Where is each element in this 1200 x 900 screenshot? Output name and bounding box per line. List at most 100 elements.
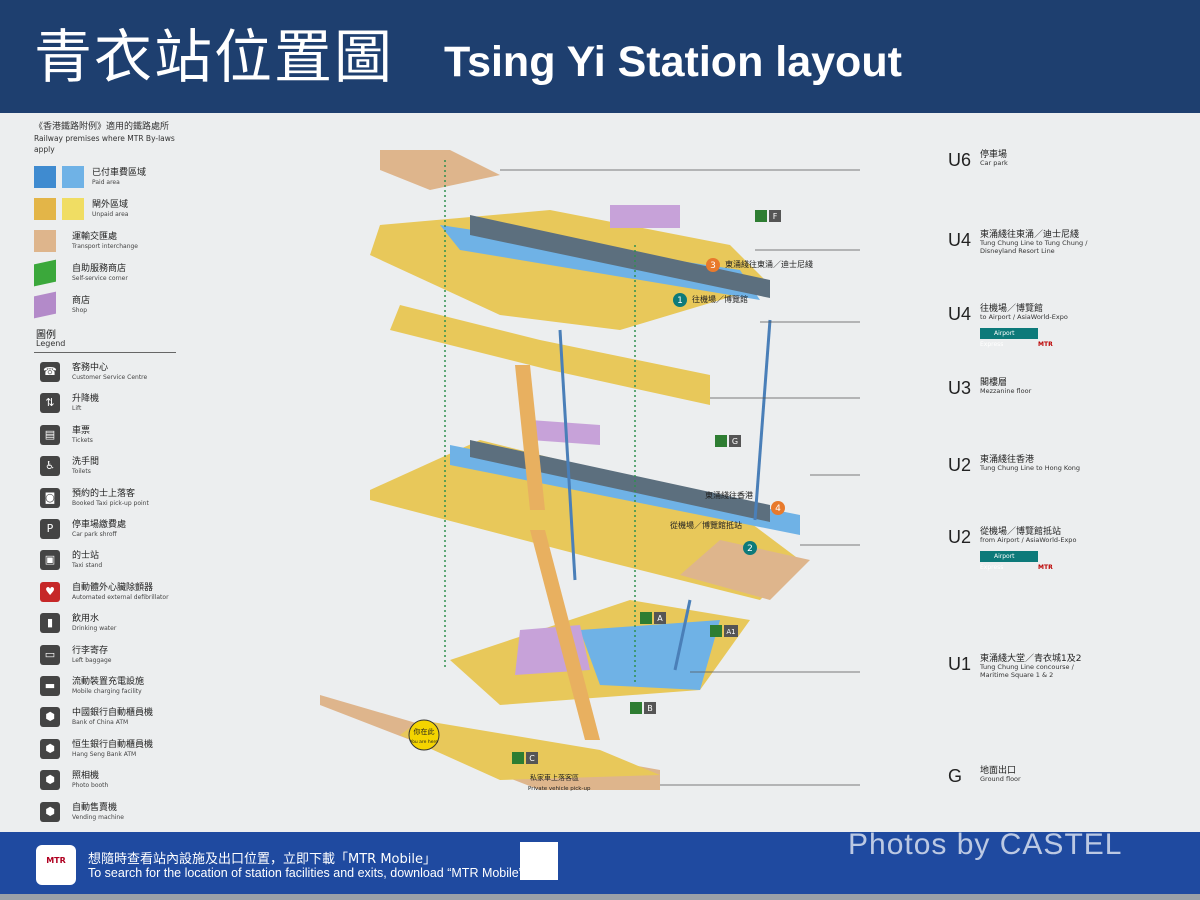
exit-g-label: G	[732, 437, 738, 446]
legend-area-shop: 商店 Shop	[34, 291, 184, 320]
u4-train-tracks	[470, 215, 770, 298]
legend-item-label: 自動體外心臟除顫器	[72, 582, 154, 593]
exit-c-marker[interactable]: C	[512, 752, 538, 764]
platform-2-number: 2	[747, 544, 753, 554]
platform-1-number: 1	[677, 296, 683, 306]
private-pickup-zh: 私家車上落客區	[530, 773, 579, 782]
level-g-en: Ground floor	[980, 775, 1021, 783]
legend-item-label: 預約的士上落客	[72, 488, 136, 499]
legend-item-label: 行李寄存	[72, 645, 109, 656]
support-column-3	[673, 599, 692, 671]
platform-1-label: 往機場／博覽館	[692, 294, 748, 304]
transport-label: 運輸交匯處	[72, 232, 118, 242]
title-english: Tsing Yi Station layout	[444, 38, 902, 86]
exit-a-label: A	[657, 614, 663, 623]
legend-item-label-en: Drinking water	[72, 625, 117, 633]
boc-atm-icon: ⬢	[40, 707, 60, 728]
legend-item-label-en: Car park shroff	[72, 531, 117, 538]
platform-4-marker: 4 東涌綫往香港	[705, 490, 785, 515]
legend-area-unpaid: 閘外區域 Unpaid area	[34, 198, 184, 224]
exit-f-marker[interactable]: F	[755, 210, 781, 222]
level-u4-ael-code: U4	[948, 304, 972, 324]
legend-item-label: 流動裝置充電設施	[72, 677, 145, 687]
mtr-mark-u2: MTR	[1038, 564, 1053, 571]
legend-area-paid: 已付車費區域 Paid area	[34, 166, 184, 192]
customer-service-icon: ☎	[40, 362, 60, 382]
u6-car-park-slab	[380, 150, 500, 190]
legend-item-label-en: Bank of China ATM	[72, 719, 129, 727]
level-u6-code: U6	[948, 150, 972, 170]
legend-item-label: 恒生銀行自動櫃員機	[72, 739, 154, 750]
legend-item-label-en: Customer Service Centre	[72, 374, 148, 381]
exit-a-marker[interactable]: A	[640, 612, 666, 624]
shop-label: 商店	[72, 296, 91, 306]
level-u1-en: Tung Chung Line concourse / Maritime Squ…	[980, 663, 1074, 679]
header-bar	[0, 0, 1200, 113]
transport-swatch	[34, 230, 56, 252]
shop-cube-icon	[34, 291, 56, 319]
left-baggage-icon: ▭	[40, 644, 60, 665]
legend-item-label-en: Photo booth	[72, 782, 109, 790]
level-u6-zh: 停車場	[980, 150, 1008, 160]
level-u2-tcl-zh: 東涌綫往香港	[980, 455, 1035, 465]
self-service-cube-icon	[34, 259, 56, 287]
bottom-strip	[0, 894, 1200, 900]
qr-code[interactable]	[520, 842, 558, 880]
level-g-zh: 地面出口	[980, 766, 1017, 776]
booked-taxi-icon: ◙	[40, 487, 60, 508]
legend-item-label: 升降機	[72, 394, 100, 405]
exit-b-marker[interactable]: B	[630, 702, 656, 714]
level-g-code: G	[948, 766, 963, 786]
u2-level-slab	[370, 440, 800, 600]
legend-item-label-en: Lift	[72, 405, 82, 413]
footer-text-en: To search for the location of station fa…	[88, 866, 523, 880]
drinking-water-icon: ▮	[40, 613, 60, 634]
exit-g-marker[interactable]: G	[715, 435, 741, 447]
level-u4-tcl-code: U4	[948, 230, 972, 250]
unpaid-area-label-en: Unpaid area	[92, 211, 129, 218]
exit-a1-marker[interactable]: A1	[710, 625, 738, 637]
premises-note-en: Railway premises where MTR By-laws apply	[34, 134, 175, 154]
legend-item-label: 車票	[72, 425, 91, 436]
platform-4-label: 東涌綫往香港	[705, 490, 753, 500]
legend-item-label-en: Left baggage	[72, 656, 112, 664]
unpaid-area-label: 閘外區域	[92, 200, 129, 210]
level-u2-ael-code: U2	[948, 527, 972, 547]
legend-item-label-en: Mobile charging facility	[72, 688, 142, 695]
u3-mezzanine-slab	[390, 305, 710, 405]
paid-area-swatch-light	[62, 166, 84, 188]
platform-1-marker: 1 往機場／博覽館	[673, 293, 748, 307]
self-service-label: 自助服務商店	[72, 264, 127, 274]
airport-express-badge-u2: Airport Express	[980, 551, 1038, 571]
platform-2-label: 從機場／博覽館抵站	[670, 520, 742, 530]
legend-item-label-en: Automated external defibrillator	[72, 593, 169, 601]
paid-area-swatch-dark	[34, 166, 56, 188]
exit-c-label: C	[529, 754, 535, 763]
you-are-here-marker	[408, 719, 440, 751]
support-column-1	[558, 329, 577, 581]
exit-b-label: B	[647, 704, 653, 713]
legend-item-label: 的士站	[72, 551, 100, 562]
exit-a1-label: A1	[726, 628, 735, 636]
hang-seng-atm-icon: ⬢	[40, 738, 60, 759]
platform-3-number: 3	[710, 261, 716, 271]
ticket-icon: ▤	[40, 424, 60, 445]
g-unpaid-area	[400, 720, 660, 780]
airport-express-badge-u4: Airport Express	[980, 328, 1038, 348]
level-u4-ael-en: to Airport / AsiaWorld-Expo	[980, 313, 1068, 321]
aed-icon: ♥	[40, 581, 60, 602]
